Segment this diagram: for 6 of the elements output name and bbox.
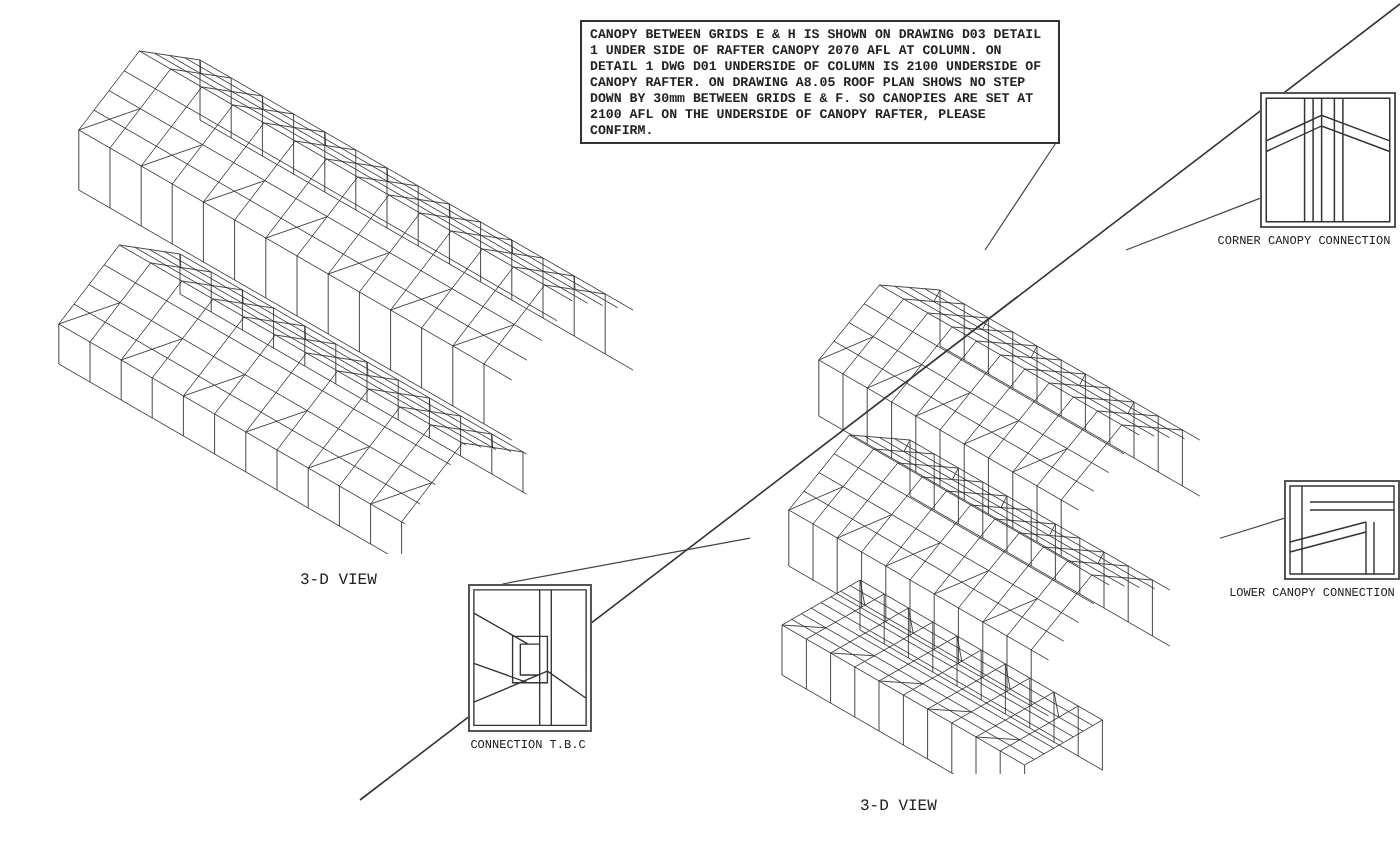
view-caption: 3-D VIEW bbox=[860, 798, 937, 816]
view-caption: 3-D VIEW bbox=[300, 572, 377, 590]
leader-line bbox=[984, 143, 1056, 251]
leader-line bbox=[501, 537, 751, 585]
leader-line bbox=[1125, 197, 1261, 251]
leader-line bbox=[1219, 517, 1285, 539]
